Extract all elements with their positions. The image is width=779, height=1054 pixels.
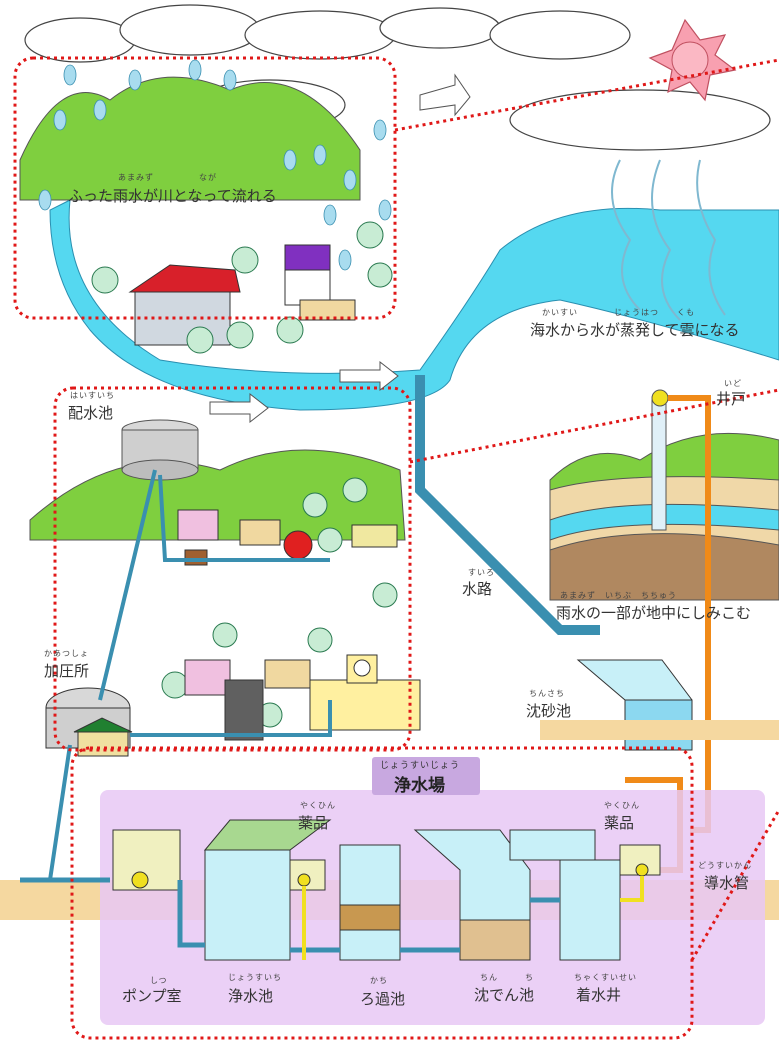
chem-pipes: [302, 876, 644, 960]
river: [49, 199, 779, 411]
seep-ruby: あまみず いちぶ ちちゅう: [560, 591, 677, 600]
waterway-label: 水路: [462, 580, 493, 598]
evaporate-label: 海水から水が蒸発して雲になる: [530, 321, 740, 339]
well-ground: [549, 389, 779, 601]
vapor: [611, 159, 726, 321]
waterway-ruby: すいろ: [468, 568, 495, 577]
reservoir-label: 配水池: [68, 404, 114, 422]
evaporate-ruby: かいすい じょうはつ くも: [542, 308, 695, 317]
settle-label: 沈でん池: [474, 986, 535, 1004]
booster-station: [45, 687, 133, 757]
treatment-facilities: [112, 819, 661, 961]
middle-hill: [29, 419, 406, 541]
cleanpool-label: 浄水池: [228, 987, 274, 1005]
settle-ruby: ちん ち: [480, 973, 534, 982]
rain-ruby: あまみず なが: [118, 173, 217, 182]
trees: [91, 221, 393, 354]
sun-icon: [648, 18, 737, 102]
chem2-ruby: やくひん: [604, 801, 640, 810]
filter-ruby: かち: [370, 976, 388, 985]
plant-area: [100, 790, 765, 1025]
filter-label: ろ過池: [360, 990, 406, 1008]
pump-label: ポンプ室: [122, 987, 182, 1005]
seep-label: 雨水の一部が地中にしみこむ: [556, 604, 752, 622]
plant-title-box: [372, 757, 480, 795]
lower-town: [184, 654, 421, 741]
rain-drops: [38, 59, 392, 271]
booster-label: 加圧所: [44, 662, 90, 680]
conduit-ruby: どうすいかん: [698, 861, 752, 870]
riverside-buildings: [128, 244, 356, 346]
sandbasin-ruby: ちんさち: [529, 689, 565, 698]
reservoir-ruby: はいすいち: [70, 391, 115, 400]
plant-title: 浄水場: [394, 776, 445, 796]
flow-arrows: [209, 73, 471, 424]
plant-pipes: [20, 877, 560, 953]
highlight-frames: [13, 56, 779, 1040]
chem1-ruby: やくひん: [300, 801, 336, 810]
middle-houses: [177, 509, 398, 566]
conduit-label: 導水管: [704, 874, 750, 892]
chem1-label: 薬品: [298, 814, 329, 832]
waterway-channel: [415, 375, 600, 635]
booster-ruby: かあつしょ: [44, 649, 89, 658]
rain-label: ふった雨水が川となって流れる: [68, 187, 277, 205]
cleanpool-ruby: じょうすいち: [228, 973, 282, 982]
intake-label: 着水井: [576, 986, 622, 1004]
pump-ruby: しつ: [150, 976, 168, 985]
well-label: 井戸: [716, 390, 747, 408]
intake-ruby: ちゃくすいせい: [574, 973, 637, 982]
well-ruby: いど: [724, 379, 742, 388]
plant-ruby: じょうすいじょう: [380, 761, 461, 771]
chem2-label: 薬品: [604, 814, 635, 832]
sandbasin-label: 沈砂池: [526, 702, 572, 720]
